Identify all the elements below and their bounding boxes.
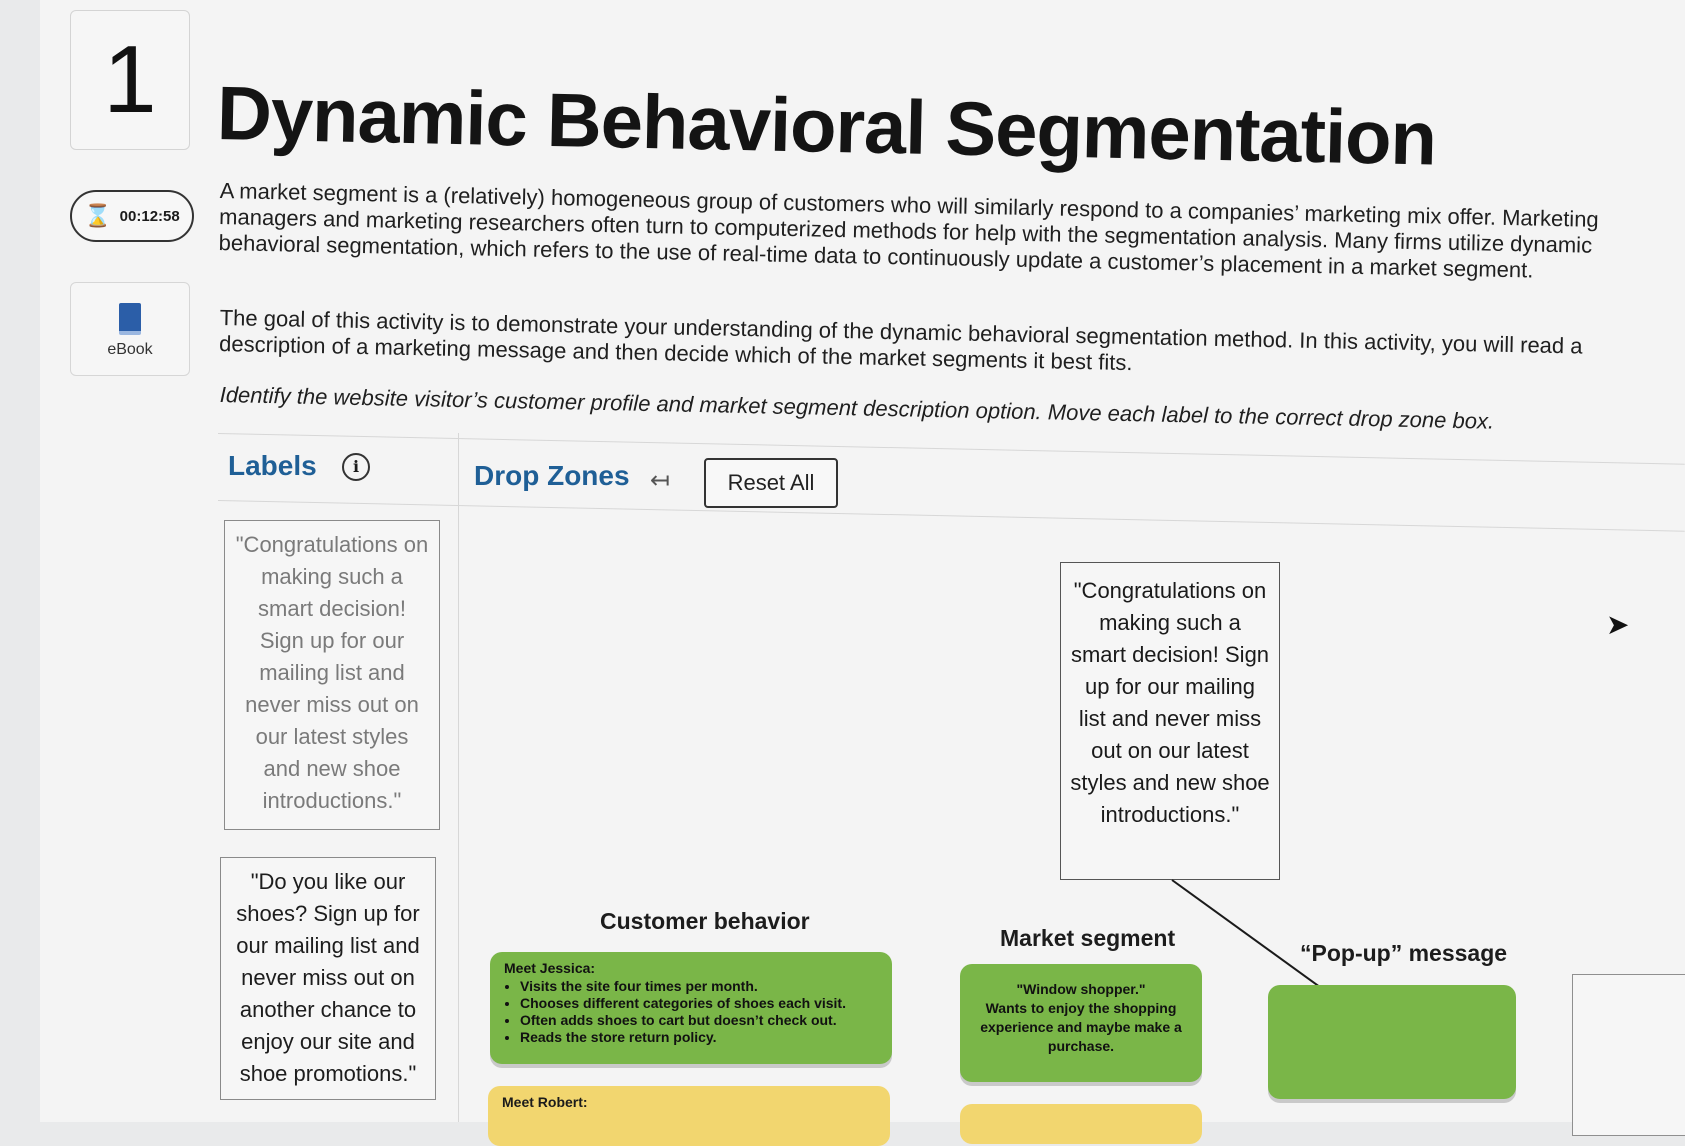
hourglass-icon: ⌛ xyxy=(84,203,112,228)
market-segment-zone-robert[interactable] xyxy=(960,1104,1202,1144)
labels-panel-divider xyxy=(458,433,459,1122)
customer-name: Meet Robert: xyxy=(502,1094,588,1110)
behavior-item: Often adds shoes to cart but doesn’t che… xyxy=(520,1012,878,1029)
timer-value: 00:12:58 xyxy=(119,207,180,225)
customer-behavior-zone-robert[interactable]: Meet Robert: xyxy=(488,1086,890,1146)
column-header-customer-behavior: Customer behavior xyxy=(600,908,810,934)
popup-message-drop-zone[interactable] xyxy=(1268,985,1516,1099)
market-segment-zone-jessica[interactable]: "Window shopper." Wants to enjoy the sho… xyxy=(960,964,1202,1082)
segment-description: Wants to enjoy the shopping experience a… xyxy=(980,1000,1182,1054)
customer-name: Meet Jessica: xyxy=(504,960,596,976)
ebook-label: eBook xyxy=(107,341,153,358)
book-icon xyxy=(119,303,141,335)
question-number: 1 xyxy=(70,10,190,150)
behavior-item: Visits the site four times per month. xyxy=(520,978,878,995)
customer-behavior-zone-jessica[interactable]: Meet Jessica: Visits the site four times… xyxy=(490,952,892,1064)
behavior-item: Chooses different categories of shoes ea… xyxy=(520,995,878,1012)
column-header-popup-message: “Pop-up” message xyxy=(1300,940,1508,966)
label-card-congratulations[interactable]: "Congratulations on making such a smart … xyxy=(224,520,440,830)
drop-zones-heading: Drop Zones xyxy=(474,460,630,491)
behavior-item: Reads the store return policy. xyxy=(520,1029,878,1046)
cursor-icon: ➤ xyxy=(1606,609,1630,640)
ebook-button[interactable]: eBook xyxy=(70,282,190,376)
timer[interactable]: ⌛ 00:12:58 xyxy=(70,190,194,242)
undo-icon[interactable]: ↤ xyxy=(650,467,671,494)
column-header-market-segment: Market segment xyxy=(1000,925,1176,951)
segment-name: "Window shopper." xyxy=(1016,981,1146,997)
dragging-label-card[interactable]: "Congratulations on making such a smart … xyxy=(1060,562,1280,880)
labels-heading: Labels xyxy=(228,450,317,481)
reset-all-button[interactable]: Reset All xyxy=(704,458,838,508)
info-icon[interactable]: i xyxy=(342,453,370,481)
offscreen-label-card[interactable] xyxy=(1572,974,1685,1136)
label-card-do-you-like[interactable]: "Do you like our shoes? Sign up for our … xyxy=(220,857,436,1100)
